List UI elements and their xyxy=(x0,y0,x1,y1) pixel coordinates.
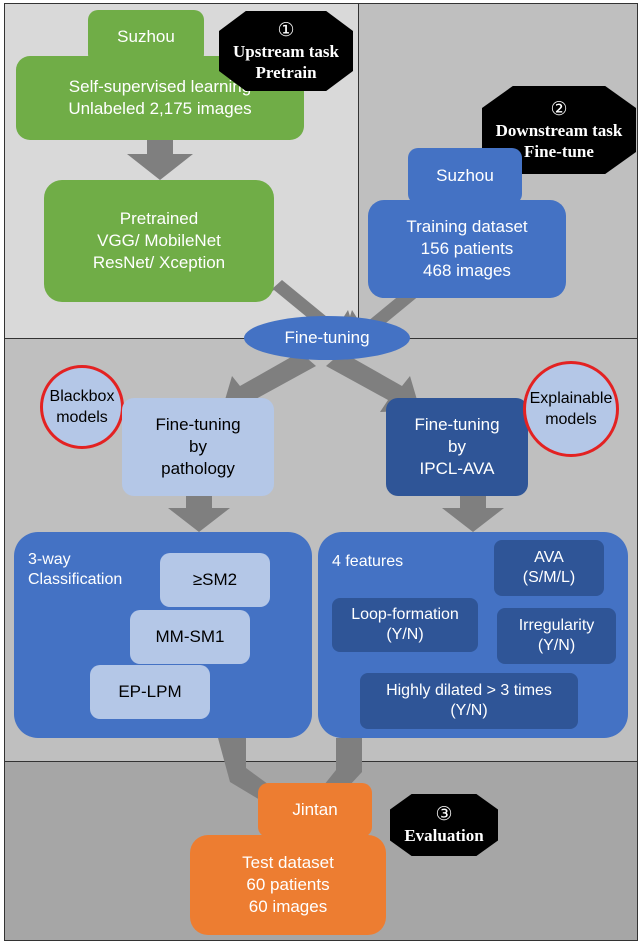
class-ep-lpm: EP-LPM xyxy=(90,665,210,719)
blackbox-circle-line-2: models xyxy=(56,409,108,426)
training-line-1: Training dataset xyxy=(406,217,528,236)
ipcl-line-1: Fine-tuning xyxy=(414,415,500,434)
evaluation-badge-number: ③ xyxy=(435,804,453,825)
classification-title: 3-way Classification xyxy=(28,550,122,590)
upstream-badge-number: ① xyxy=(277,19,295,41)
pathology-line-2: by xyxy=(189,437,207,456)
ipcl-line-2: by xyxy=(448,437,466,456)
pathology-line-3: pathology xyxy=(161,459,235,478)
ssl-line-2: Unlabeled 2,175 images xyxy=(68,99,252,118)
finetuning-oval: Fine-tuning xyxy=(244,316,410,360)
feature-irregularity-line-1: Irregularity xyxy=(518,617,595,634)
evaluation-site-box: Jintan xyxy=(258,783,372,837)
training-dataset-box: Training dataset 156 patients 468 images xyxy=(368,200,566,298)
feature-loop-line-2: (Y/N) xyxy=(386,626,424,643)
feature-irregularity: Irregularity (Y/N) xyxy=(497,608,616,664)
pretrained-box: Pretrained VGG/ MobileNet ResNet/ Xcepti… xyxy=(44,180,274,302)
pathology-finetune-box: Fine-tuning by pathology xyxy=(122,398,274,496)
blackbox-circle-line-1: Blackbox xyxy=(49,388,115,405)
evaluation-badge-line-1: Evaluation xyxy=(404,826,484,845)
explainable-circle: Explainable models xyxy=(523,361,619,457)
pretrained-line-3: ResNet/ Xception xyxy=(92,253,226,272)
evaluation-site-label: Jintan xyxy=(292,800,338,819)
downstream-badge-line-1: Downstream task xyxy=(495,120,623,140)
upstream-site-box: Suzhou xyxy=(88,10,204,64)
test-dataset-box: Test dataset 60 patients 60 images xyxy=(190,835,386,935)
finetuning-label: Fine-tuning xyxy=(284,328,370,347)
features-title: 4 features xyxy=(332,553,404,570)
ipcl-line-3: IPCL-AVA xyxy=(419,459,495,478)
pretrained-line-1: Pretrained xyxy=(119,209,199,228)
arrow-ssl-to-pretrained xyxy=(127,140,193,180)
ssl-line-1: Self-supervised learning xyxy=(68,77,252,96)
class-ep-lpm-label: EP-LPM xyxy=(118,682,182,701)
training-line-3: 468 images xyxy=(423,261,511,280)
arrow-finetuning-to-blackbox xyxy=(222,352,316,412)
classification-line-1: 3-way xyxy=(28,551,71,568)
class-mm-sm1-label: MM-SM1 xyxy=(155,627,225,646)
classification-line-2: Classification xyxy=(28,571,123,588)
test-line-1: Test dataset xyxy=(242,853,334,872)
downstream-badge: ② Downstream task Fine-tune xyxy=(482,86,636,174)
arrow-finetuning-to-explainable xyxy=(326,352,420,412)
arrow-explainable-to-features xyxy=(442,496,504,532)
upstream-badge-line-2: Pretrain xyxy=(255,62,317,82)
training-line-2: 156 patients xyxy=(420,239,514,258)
feature-dilated-line-1: Highly dilated > 3 times xyxy=(386,682,552,699)
pretrained-line-2: VGG/ MobileNet xyxy=(97,231,221,250)
feature-ava-line-1: AVA xyxy=(534,549,564,566)
class-sm2: ≥SM2 xyxy=(160,553,270,607)
test-line-3: 60 images xyxy=(248,897,328,916)
upstream-site-label: Suzhou xyxy=(117,27,175,46)
feature-ava-line-2: (S/M/L) xyxy=(522,569,576,586)
downstream-site-label: Suzhou xyxy=(436,166,494,185)
evaluation-badge: ③ Evaluation xyxy=(390,794,498,856)
downstream-badge-line-2: Fine-tune xyxy=(524,141,594,161)
feature-loop: Loop-formation (Y/N) xyxy=(332,598,478,652)
explainable-circle-line-2: models xyxy=(545,411,597,428)
ipcl-finetune-box: Fine-tuning by IPCL-AVA xyxy=(386,398,528,496)
downstream-site-box: Suzhou xyxy=(408,148,522,204)
downstream-badge-number: ② xyxy=(550,98,568,120)
arrow-blackbox-to-classification xyxy=(168,496,230,532)
upstream-badge-line-1: Upstream task xyxy=(233,41,339,61)
pathology-line-1: Fine-tuning xyxy=(155,415,241,434)
explainable-circle-line-1: Explainable xyxy=(529,390,613,407)
feature-dilated: Highly dilated > 3 times (Y/N) xyxy=(360,673,578,729)
upstream-badge: ① Upstream task Pretrain xyxy=(219,11,353,91)
feature-irregularity-line-2: (Y/N) xyxy=(537,637,576,654)
feature-loop-line-1: Loop-formation xyxy=(351,606,459,623)
test-line-2: 60 patients xyxy=(246,875,330,894)
feature-ava: AVA (S/M/L) xyxy=(494,540,604,596)
blackbox-circle: Blackbox models xyxy=(40,365,124,449)
feature-dilated-line-2: (Y/N) xyxy=(450,702,488,719)
class-sm2-label: ≥SM2 xyxy=(192,570,238,589)
class-mm-sm1: MM-SM1 xyxy=(130,610,250,664)
